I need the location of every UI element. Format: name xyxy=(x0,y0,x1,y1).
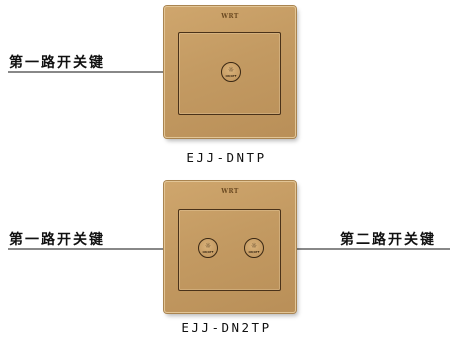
first-key-label-bottom: 第一路开关键 xyxy=(9,232,105,248)
key-caption: ON/OFF xyxy=(248,251,260,254)
brand-logo: WRT xyxy=(221,13,239,20)
key-caption: ON/OFF xyxy=(225,75,237,78)
second-key-button[interactable]: ☼ ON/OFF xyxy=(244,238,264,258)
switch-panel-single: WRT ☼ ON/OFF xyxy=(164,6,296,138)
brand-logo: WRT xyxy=(221,188,239,195)
second-key-label-bottom: 第二路开关键 xyxy=(340,232,436,248)
first-key-button[interactable]: ☼ ON/OFF xyxy=(221,62,241,82)
switch-panel-double: WRT ☼ ON/OFF ☼ ON/OFF xyxy=(164,181,296,313)
inner-frame xyxy=(178,209,281,291)
light-bulb-icon: ☼ xyxy=(227,66,235,74)
light-bulb-icon: ☼ xyxy=(250,242,258,250)
key-caption: ON/OFF xyxy=(202,251,214,254)
inner-frame xyxy=(178,32,281,115)
model-label-double: EJJ-DN2TP xyxy=(181,320,272,335)
first-key-button[interactable]: ☼ ON/OFF xyxy=(198,238,218,258)
model-label-single: EJJ-DNTP xyxy=(186,150,267,165)
first-key-label-top: 第一路开关键 xyxy=(9,55,105,71)
light-bulb-icon: ☼ xyxy=(204,242,212,250)
